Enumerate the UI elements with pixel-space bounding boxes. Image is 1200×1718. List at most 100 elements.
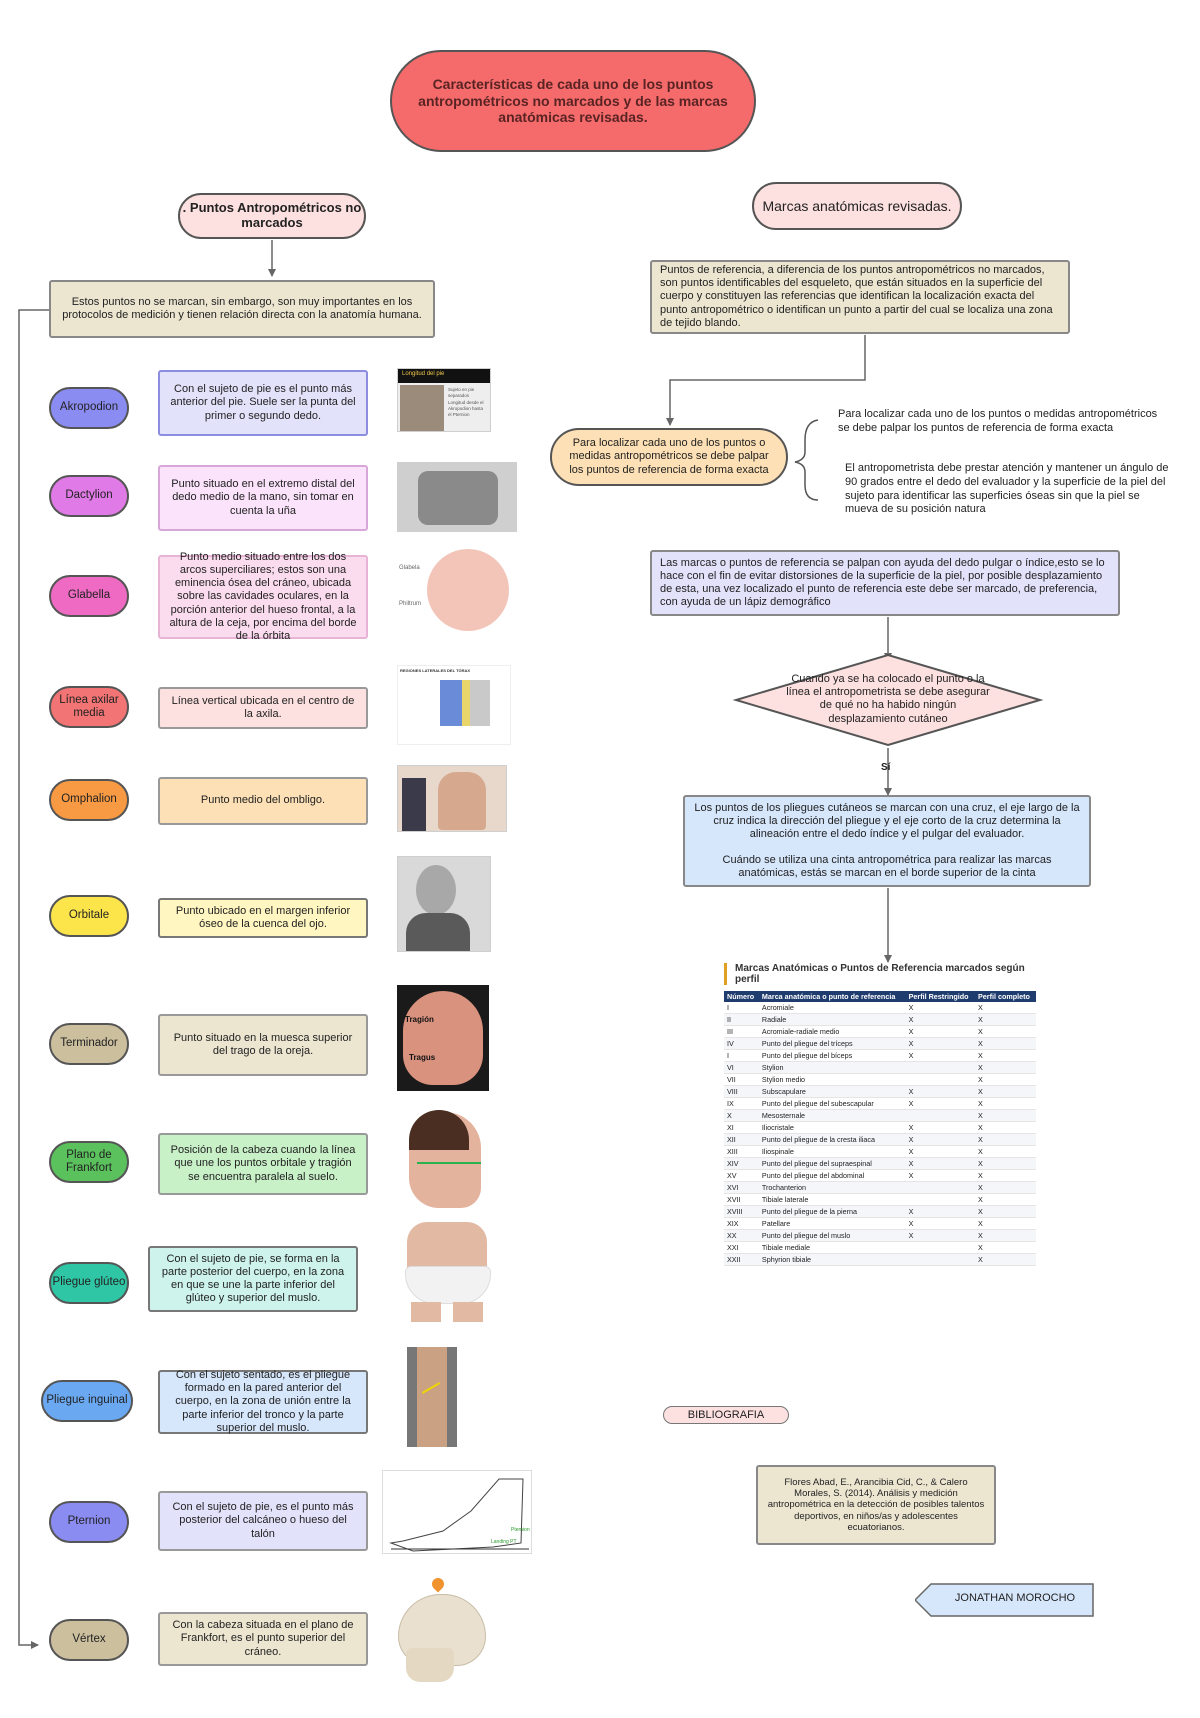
item-name: Glabella — [67, 589, 111, 602]
item-desc-box: Punto medio del ombligo. — [158, 777, 368, 825]
table-cell: X — [975, 1169, 1036, 1182]
table-cell: XI — [724, 1121, 759, 1134]
item-desc: Punto medio situado entre los dos arcos … — [169, 550, 357, 642]
table-cell: X — [975, 1025, 1036, 1038]
table-cell: X — [975, 1073, 1036, 1086]
item-desc-box: Con la cabeza situada en el plano de Fra… — [158, 1612, 368, 1666]
author-name: JONATHAN MOROCHO — [954, 1592, 1076, 1604]
table-cell: XX — [724, 1229, 759, 1242]
item-desc-box: Con el sujeto de pie, es el punto más po… — [158, 1491, 368, 1551]
table-header-cell: Marca anatómica o punto de referencia — [758, 991, 906, 1002]
item-name: Orbitale — [68, 909, 110, 922]
author-shape — [915, 1583, 1094, 1617]
item-desc-box: Línea vertical ubicada en el centro de l… — [158, 687, 368, 729]
table-cell: X — [975, 1253, 1036, 1266]
item-pill-línea-axilar-media: Línea axilar media — [49, 686, 129, 728]
brace-text-1: Para localizar cada uno de los puntos o … — [838, 408, 1158, 434]
bibliography-label: BIBLIOGRAFIA — [663, 1406, 789, 1424]
table-cell: X — [975, 1145, 1036, 1158]
table-header-row: Número Marca anatómica o punto de refere… — [724, 991, 1036, 1002]
item-name: Omphalion — [61, 793, 117, 806]
table-cell: X — [905, 1037, 975, 1050]
table-cell: X — [975, 1037, 1036, 1050]
item-desc: Con el sujeto sentado, es el pliegue for… — [175, 1369, 351, 1434]
table-cell: X — [905, 1049, 975, 1062]
item-desc: Punto situado en la muesca superior del … — [173, 1031, 353, 1057]
right-intro: Puntos de referencia, a diferencia de lo… — [650, 260, 1070, 334]
table-cell: Acromiale — [758, 1002, 906, 1014]
item-pill-vértex: Vértex — [49, 1619, 129, 1661]
item-desc-box: Punto situado en la muesca superior del … — [158, 1014, 368, 1076]
palpan-box: Las marcas o puntos de referencia se pal… — [650, 550, 1120, 616]
item-desc: Línea vertical ubicada en el centro de l… — [171, 694, 355, 720]
omphalion-image — [397, 765, 507, 832]
table-cell: Iliospinale — [758, 1145, 906, 1158]
table-cell: X — [905, 1085, 975, 1098]
table-cell: X — [905, 1013, 975, 1026]
table-cell: X — [905, 1157, 975, 1170]
table-cell: X — [975, 1097, 1036, 1110]
table-cell: X — [975, 1109, 1036, 1122]
table-cell: X — [975, 1205, 1036, 1218]
left-header: . Puntos Antropométricos no marcados — [178, 193, 366, 239]
table-cell: Punto del pliegue del muslo — [758, 1229, 906, 1242]
table-cell — [905, 1109, 975, 1122]
localizar-box: Para localizar cada uno de los puntos o … — [550, 428, 788, 486]
table-cell: I — [724, 1049, 759, 1062]
orbitale-image — [397, 856, 491, 952]
table-cell: X — [905, 1097, 975, 1110]
table-cell — [905, 1181, 975, 1194]
item-pill-dactylion: Dactylion — [49, 475, 129, 517]
location-pin-icon — [429, 1575, 447, 1593]
item-name: Línea axilar media — [59, 693, 119, 719]
table-cell: Punto del pliegue del supraespinal — [758, 1157, 906, 1170]
bibliography-text: Flores Abad, E., Arancibia Cid, C., & Ca… — [756, 1465, 996, 1545]
terminador-image: Tragión Tragus — [397, 985, 489, 1091]
vertex-image — [392, 1575, 494, 1686]
table-cell: XIX — [724, 1217, 759, 1230]
item-name: Akropodion — [59, 401, 119, 414]
left-intro: Estos puntos no se marcan, sin embargo, … — [49, 280, 435, 338]
table-cell: Radiale — [758, 1013, 906, 1026]
table-cell: X — [975, 1193, 1036, 1206]
table-cell: X — [975, 1229, 1036, 1242]
table-cell: X — [724, 1109, 759, 1122]
table-cell — [905, 1061, 975, 1074]
connector-right-intro — [666, 335, 866, 426]
pliegues-box: Los puntos de los pliegues cutáneos se m… — [683, 795, 1091, 887]
table-cell: Trochanterion — [758, 1181, 906, 1194]
table-grid: Número Marca anatómica o punto de refere… — [724, 991, 1036, 1266]
table-cell: XV — [724, 1169, 759, 1182]
glabella-image: Glabela Philtrum — [397, 545, 517, 635]
table-cell: XVII — [724, 1193, 759, 1206]
table-cell: XVIII — [724, 1205, 759, 1218]
page-title: Características de cada uno de los punto… — [418, 75, 728, 126]
item-name: Terminador — [60, 1037, 118, 1050]
table-cell: III — [724, 1025, 759, 1038]
gluteo-image — [397, 1222, 497, 1322]
item-desc-box: Punto medio situado entre los dos arcos … — [158, 551, 368, 642]
item-desc: Posición de la cabeza cuando la línea qu… — [170, 1144, 356, 1183]
table-cell: VIII — [724, 1085, 759, 1098]
table-cell: Patellare — [758, 1217, 906, 1230]
table-cell: Punto del pliegue del abdominal — [758, 1169, 906, 1182]
pternion-image: Pternion Landing PT — [382, 1470, 532, 1554]
table-cell: XIII — [724, 1145, 759, 1158]
table-header-cell: Número — [724, 991, 759, 1002]
table-cell: X — [905, 1229, 975, 1242]
brace — [794, 419, 819, 501]
item-pill-glabella: Glabella — [49, 575, 129, 617]
item-desc: Con el sujeto de pie, es el punto más po… — [172, 1501, 354, 1540]
table-cell: X — [905, 1169, 975, 1182]
table-cell: X — [905, 1002, 975, 1014]
